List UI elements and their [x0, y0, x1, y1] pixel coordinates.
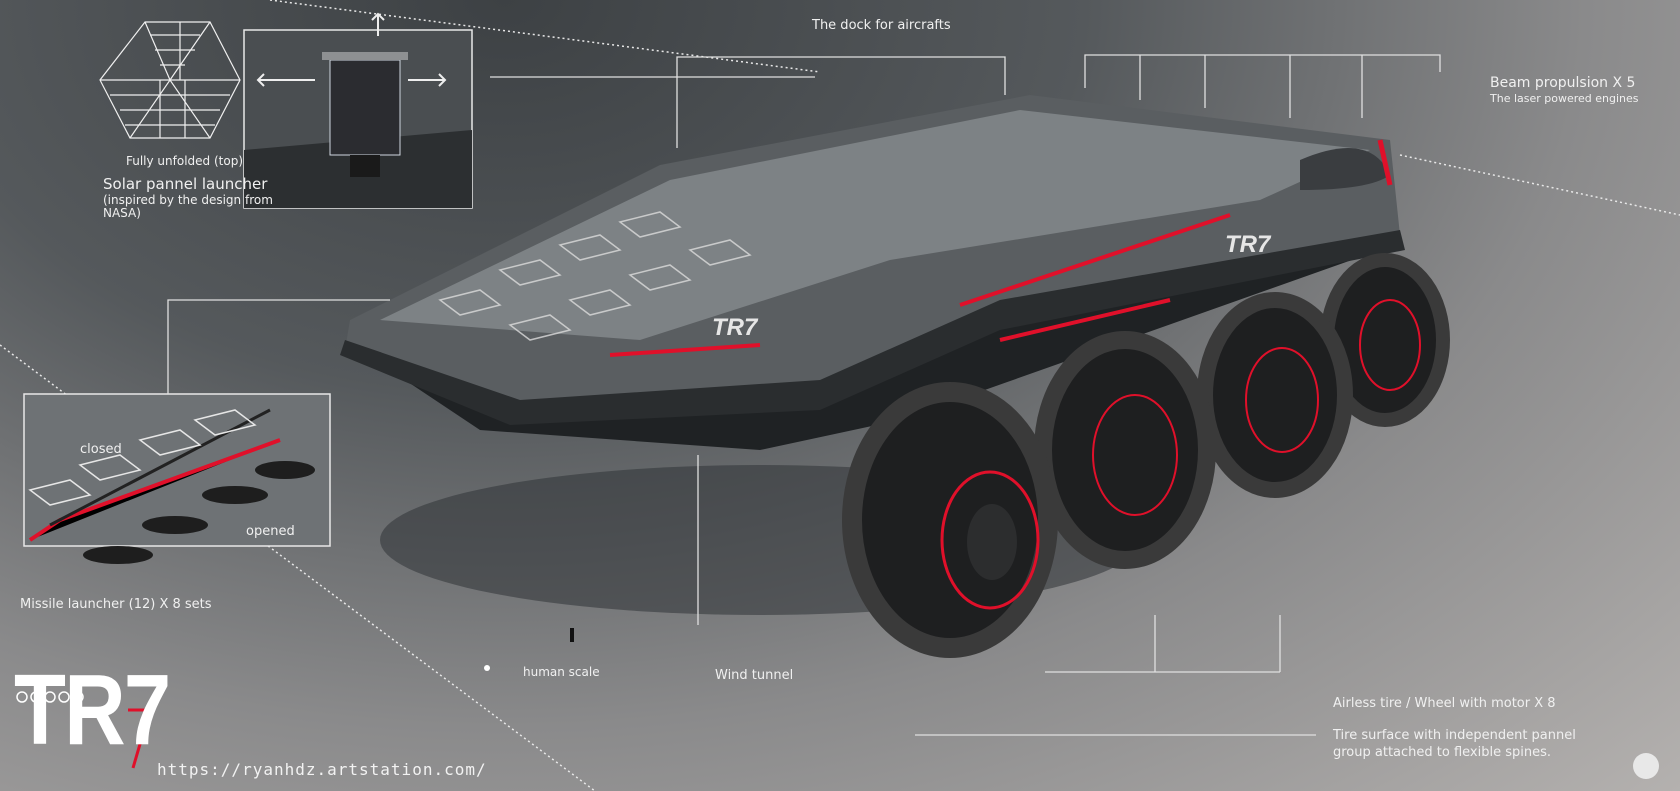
artist-signature	[1633, 753, 1659, 779]
beam-subtitle: The laser powered engines	[1490, 92, 1639, 105]
vehicle-marking-side: TR7	[1225, 231, 1272, 258]
missile-title: Missile launcher (12) X 8 sets	[20, 597, 212, 612]
solar-unfolded-label: Fully unfolded (top)	[126, 154, 244, 168]
human-scale-label: human scale	[523, 665, 600, 679]
artstation-url[interactable]: https://ryanhdz.artstation.com/	[157, 760, 487, 779]
solar-title: Solar pannel launcher	[103, 175, 268, 193]
tire-desc: Tire surface with independent pannel	[1333, 728, 1576, 743]
missile-opened-label: opened	[246, 524, 295, 539]
dock-label: The dock for aircrafts	[812, 18, 951, 33]
tire-title: Airless tire / Wheel with motor X 8	[1333, 696, 1556, 711]
solar-note-2: NASA)	[103, 206, 141, 220]
missile-closed-label: closed	[80, 442, 122, 457]
logo-circles	[16, 691, 84, 703]
missile-launcher-inset	[23, 393, 331, 564]
wheels	[842, 253, 1450, 658]
vehicle: TR7 TR7	[340, 95, 1405, 450]
vehicle-marking: TR7	[712, 314, 759, 341]
solar-launcher-inset	[243, 12, 473, 209]
wheel	[1034, 331, 1216, 569]
solar-hexagon-icon	[99, 21, 241, 139]
human-figure	[570, 628, 574, 642]
logo-accent	[128, 708, 153, 769]
leader-lines	[167, 54, 1441, 736]
beam-title: Beam propulsion X 5	[1490, 75, 1636, 91]
wind-tunnel-label: Wind tunnel	[715, 668, 794, 683]
guide-dot	[484, 665, 490, 671]
wheel	[842, 382, 1058, 658]
wheel	[1197, 292, 1353, 498]
solar-note: (inspired by the design from	[103, 193, 273, 207]
logo-title: TR7	[14, 654, 171, 766]
tire-desc-2: group attached to flexible spines.	[1333, 745, 1552, 760]
